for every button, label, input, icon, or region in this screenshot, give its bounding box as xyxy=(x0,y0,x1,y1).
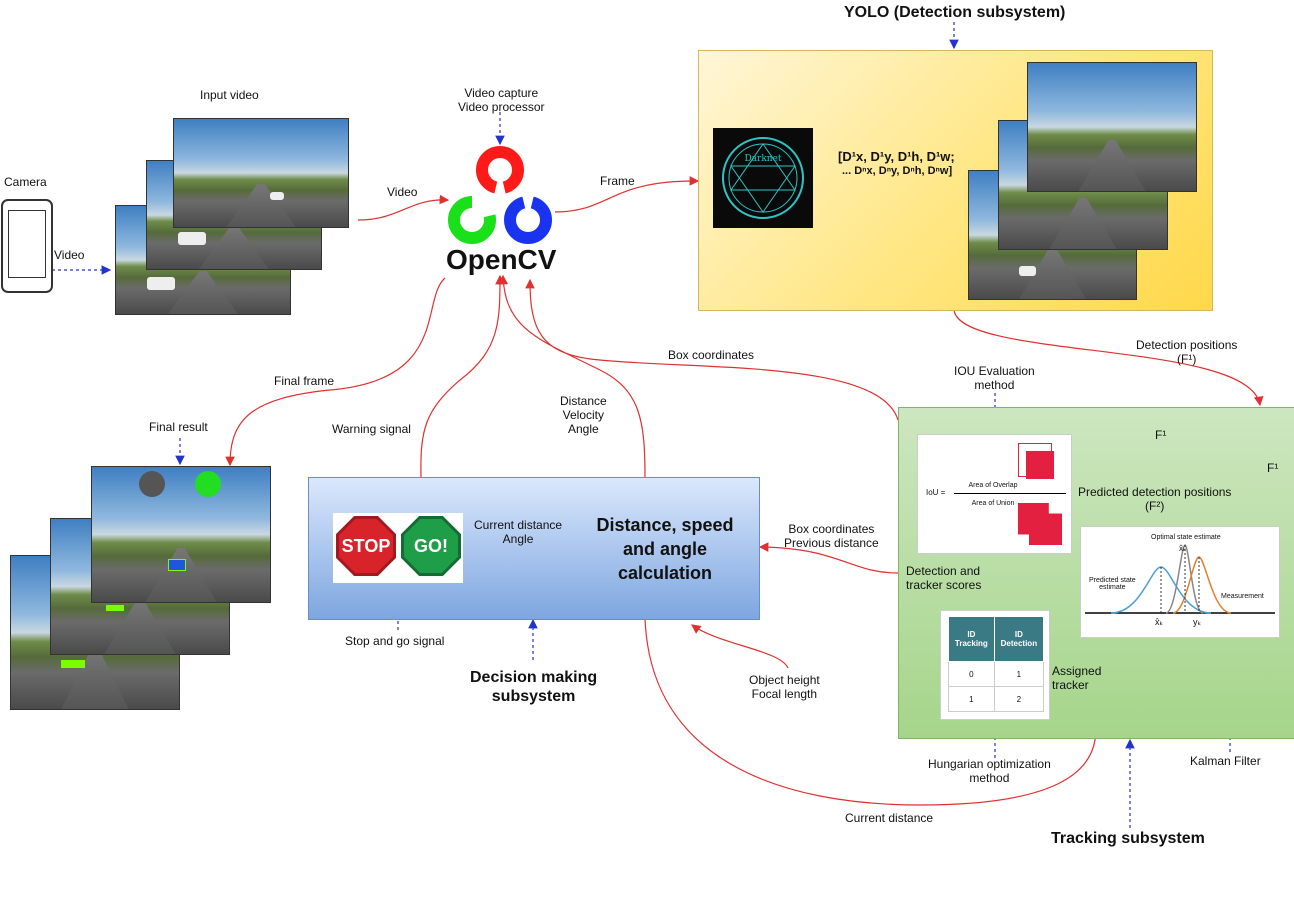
camera-label: Camera xyxy=(4,175,47,189)
arrow-dva-to-opencv xyxy=(498,274,646,478)
predicted-positions-label: Predicted detection positions(F²) xyxy=(1078,485,1232,513)
kalman-xhat: x̂ₖ xyxy=(1155,617,1164,627)
iou-fraction-bar xyxy=(954,493,1066,494)
iou-numerator: Area of Overlap xyxy=(968,482,1018,489)
arrow-video-to-opencv xyxy=(357,194,450,221)
go-sign: GO! xyxy=(401,516,461,576)
stop-sign: STOP xyxy=(336,516,396,576)
kalman-measurement: Measurement xyxy=(1221,593,1264,600)
f1-label-a: F¹ xyxy=(1155,428,1167,442)
arrow-box-coords-to-opencv xyxy=(525,278,899,421)
arrow-yolo-to-tracking xyxy=(953,309,1264,407)
current-distance-bottom-label: Current distance xyxy=(845,811,934,825)
arrow-final-frame xyxy=(225,277,446,467)
yolo-frame-1 xyxy=(1027,62,1197,192)
darknet-text: Darknet xyxy=(744,154,781,164)
arrow-tracking-to-distance xyxy=(758,542,899,574)
detection-vector: [D¹x, D¹y, D¹h, D¹w; ... Dⁿx, Dⁿy, Dⁿh, … xyxy=(838,149,955,178)
arrow-frame-to-yolo xyxy=(554,176,700,213)
box-coordinates-label: Box coordinates xyxy=(668,348,755,362)
video-mid-label: Video xyxy=(387,185,418,199)
warning-light-green xyxy=(195,471,221,497)
warning-light-off xyxy=(139,471,165,497)
yolo-title: YOLO (Detection subsystem) xyxy=(844,4,1066,21)
table-cell: 0 xyxy=(948,661,995,687)
input-video-label: Input video xyxy=(200,88,259,102)
kalman-title: Optimal state estimate xyxy=(1151,534,1221,541)
final-frame-label: Final frame xyxy=(274,374,335,388)
result-frame-1 xyxy=(91,466,271,603)
table-row: 0 1 xyxy=(948,661,1045,687)
input-frame-1 xyxy=(173,118,349,228)
kalman-xhat-top: x̂ₖ xyxy=(1179,544,1187,553)
frame-label: Frame xyxy=(600,174,635,188)
kalman-filter-label: Kalman Filter xyxy=(1190,754,1261,768)
arrow-object-height xyxy=(691,624,789,669)
iou-formula-card: IoU = Area of Overlap Area of Union xyxy=(917,434,1072,554)
table-cell: 2 xyxy=(993,686,1045,712)
iou-denominator: Area of Union xyxy=(971,500,1015,507)
detection-positions-label: Detection positions(F¹) xyxy=(1136,338,1238,366)
tracking-title: Tracking subsystem xyxy=(1051,830,1205,847)
warning-signal-label: Warning signal xyxy=(332,422,411,436)
id-table: ID Tracking ID Detection 0 1 1 2 xyxy=(948,616,1045,712)
go-text: GO! xyxy=(404,519,458,573)
stop-text: STOP xyxy=(339,519,393,573)
stop-go-signs: STOP GO! xyxy=(333,513,463,583)
phone-icon xyxy=(1,199,53,293)
kalman-yk: yₖ xyxy=(1193,617,1202,627)
f1-label-b: F¹ xyxy=(1267,461,1279,475)
kalman-plot-card: Optimal state estimate x̂ₖ Predicted sta… xyxy=(1080,526,1280,638)
iou-overlap xyxy=(1026,451,1054,479)
table-row: 1 2 xyxy=(948,686,1045,712)
iou-union xyxy=(1018,503,1062,545)
video-left-label: Video xyxy=(54,248,85,262)
stop-go-signal-label: Stop and go signal xyxy=(345,634,445,648)
darknet-logo: Darknet xyxy=(713,128,813,228)
final-result-label: Final result xyxy=(149,420,208,434)
iou-prefix: IoU = xyxy=(926,488,946,497)
table-cell: 1 xyxy=(993,661,1045,687)
id-table-header: ID Detection xyxy=(993,616,1045,662)
arrow-warning-to-opencv xyxy=(420,274,505,478)
id-table-header: ID Tracking xyxy=(948,616,995,662)
table-cell: 1 xyxy=(948,686,995,712)
opencv-wordmark: OpenCV xyxy=(446,244,557,275)
